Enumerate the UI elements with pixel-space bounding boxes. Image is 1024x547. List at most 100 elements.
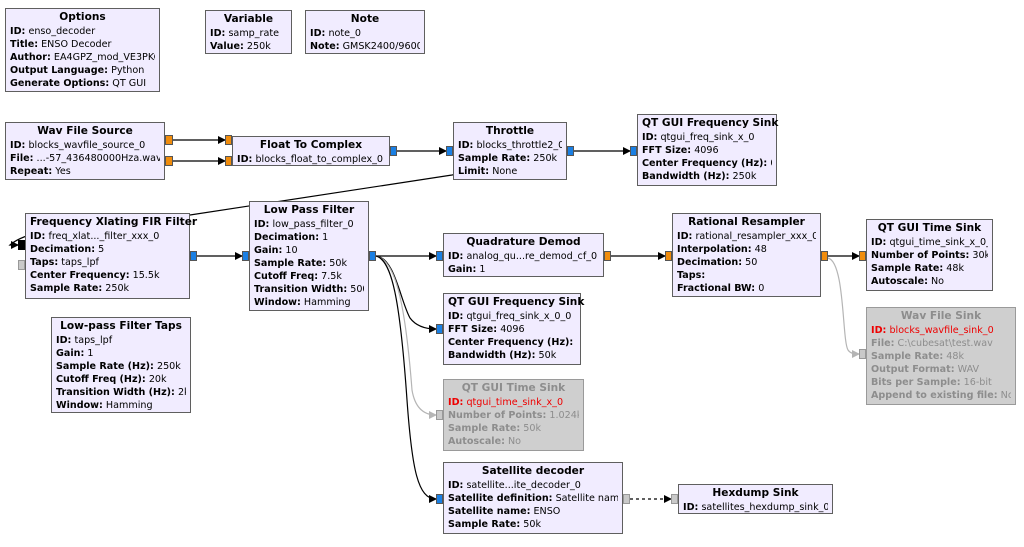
- param-row: ID: blocks_throttle2_0: [458, 139, 562, 152]
- param-value: C:\cubesat\test.wav: [897, 338, 993, 349]
- wire-lpf-to-freqsink2[interactable]: [375, 255, 437, 333]
- param-row: Satellite name: ENSO: [448, 505, 618, 518]
- param-label: ID:: [30, 231, 46, 242]
- block-title: Options: [59, 11, 106, 23]
- param-value: 2k: [177, 387, 186, 398]
- param-row: FFT Size: 4096: [448, 323, 576, 336]
- param-value: qtgui_time_sink_x_0_1: [889, 237, 988, 248]
- param-label: Number of Points:: [448, 410, 547, 421]
- param-value: 30k: [972, 250, 988, 261]
- param-label: Cutoff Freq:: [254, 271, 319, 282]
- sat-decoder-in-port[interactable]: [436, 494, 443, 504]
- param-value: 250k: [105, 283, 130, 294]
- xlating-in-port[interactable]: [18, 240, 25, 250]
- param-value: taps_lpf: [74, 335, 113, 346]
- param-row: Limit: None: [458, 165, 562, 178]
- xlating-out-port[interactable]: [190, 251, 197, 261]
- wire-lpf-to-satdecoder[interactable]: [375, 255, 437, 503]
- param-value: blocks_wavfile_sink_0: [889, 325, 994, 336]
- param-label: Gain:: [448, 264, 477, 275]
- block-title: Low Pass Filter: [263, 204, 355, 216]
- param-row: Cutoff Freq (Hz): 20k: [56, 373, 186, 386]
- param-label: Decimation:: [30, 244, 96, 255]
- block-title: Quadrature Demod: [466, 236, 581, 248]
- wav-source-out-port-2[interactable]: [165, 156, 173, 166]
- param-value: ENSO: [533, 506, 561, 517]
- param-row: ID: rational_resampler_xxx_0: [677, 230, 816, 243]
- throttle-out-port[interactable]: [567, 146, 574, 156]
- resampler-out-port[interactable]: [821, 251, 828, 261]
- float-to-complex-in-port-im[interactable]: [225, 156, 232, 166]
- param-value: No: [931, 276, 945, 287]
- freq-sink-in-port[interactable]: [630, 146, 637, 156]
- quad-demod-out-port[interactable]: [604, 251, 611, 261]
- block-title: Variable: [223, 13, 274, 25]
- float-to-complex-out-port[interactable]: [390, 146, 397, 156]
- param-value: satellites_hexdump_sink_0: [701, 502, 828, 513]
- quad-demod-in-port[interactable]: [436, 251, 443, 261]
- wav-sink-in-port[interactable]: [859, 349, 866, 359]
- param-row: Sample Rate: 48k: [871, 262, 988, 275]
- freq-sink-2-in-port[interactable]: [436, 324, 443, 334]
- param-value: Satellite name: [555, 493, 618, 504]
- param-label: Sample Rate:: [254, 258, 327, 269]
- param-label: Generate Options:: [10, 78, 110, 89]
- param-value: 500: [350, 284, 364, 295]
- block-title: Throttle: [485, 125, 535, 137]
- param-value: None: [492, 166, 518, 177]
- param-label: Interpolation:: [677, 244, 752, 255]
- wire-lpf-to-timesink2[interactable]: [375, 255, 437, 419]
- param-row: ID: blocks_wavfile_sink_0: [871, 324, 1011, 337]
- time-sink-2-in-port[interactable]: [436, 410, 443, 420]
- lpf-out-port[interactable]: [369, 251, 376, 261]
- param-row: Gain: 10: [254, 244, 364, 257]
- param-value: qtgui_time_sink_x_0: [466, 397, 564, 408]
- param-value: 50k: [329, 258, 348, 269]
- block-title: QT GUI Time Sink: [877, 222, 982, 234]
- param-value: blocks_wavfile_source_0: [28, 140, 146, 151]
- param-label: Cutoff Freq (Hz):: [56, 374, 146, 385]
- param-row: Transition Width: 500: [254, 283, 364, 296]
- param-row: Window: Hamming: [56, 399, 186, 412]
- param-label: ID:: [10, 26, 26, 37]
- float-to-complex-in-port-re[interactable]: [225, 135, 232, 145]
- param-row: Autoscale: No: [448, 435, 579, 448]
- param-value: Python: [111, 65, 145, 76]
- param-row: Sample Rate: 50k: [254, 257, 364, 270]
- param-value: enso_decoder: [28, 26, 96, 37]
- param-label: File:: [10, 153, 34, 164]
- hexdump-in-port[interactable]: [671, 494, 678, 504]
- param-label: Value:: [210, 41, 244, 52]
- param-value: 50k: [538, 350, 557, 361]
- xlating-msg-port[interactable]: [18, 260, 25, 270]
- param-row: Cutoff Freq: 7.5k: [254, 270, 364, 283]
- throttle-in-port[interactable]: [446, 146, 453, 156]
- param-value: 16-bit: [963, 377, 992, 388]
- time-sink-in-port[interactable]: [859, 251, 866, 261]
- wav-source-out-port[interactable]: [165, 135, 173, 145]
- lpf-in-port[interactable]: [242, 251, 249, 261]
- sat-decoder-out-port[interactable]: [623, 494, 630, 504]
- param-row: Window: Hamming: [254, 296, 364, 309]
- resampler-in-port[interactable]: [665, 251, 672, 261]
- wire-resampler-to-wavsink[interactable]: [827, 257, 860, 358]
